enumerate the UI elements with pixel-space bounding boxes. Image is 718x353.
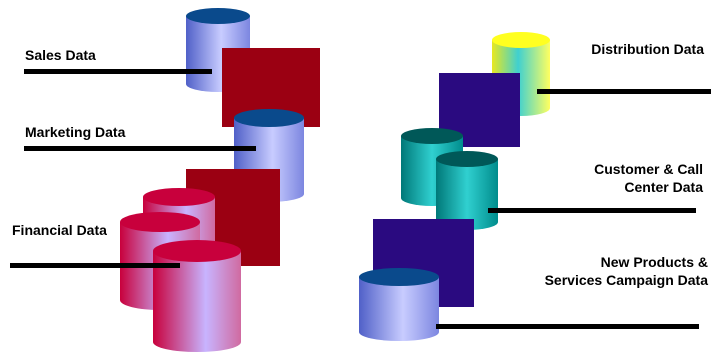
- financial-data-label: Financial Data: [12, 222, 107, 238]
- newproducts-label-line1: New Products &: [600, 254, 708, 270]
- financial-database-cylinder-front: [153, 240, 241, 352]
- sales-data-label: Sales Data: [25, 47, 96, 63]
- distribution-data-label: Distribution Data: [591, 41, 704, 57]
- customer-label-line1: Customer & Call: [594, 161, 703, 177]
- financial-connector-line: [10, 263, 180, 268]
- marketing-connector-line: [24, 146, 256, 151]
- newproducts-database-cylinder: [359, 268, 439, 341]
- sales-connector-line: [24, 69, 212, 74]
- customer-database-cylinder-front: [436, 151, 498, 230]
- customer-label-line2: Center Data: [624, 179, 703, 195]
- newproducts-connector-line: [436, 324, 699, 329]
- customer-connector-line: [488, 208, 696, 213]
- marketing-data-label: Marketing Data: [25, 124, 126, 140]
- newproducts-label-line2: Services Campaign Data: [544, 272, 708, 288]
- distribution-connector-line: [537, 89, 711, 94]
